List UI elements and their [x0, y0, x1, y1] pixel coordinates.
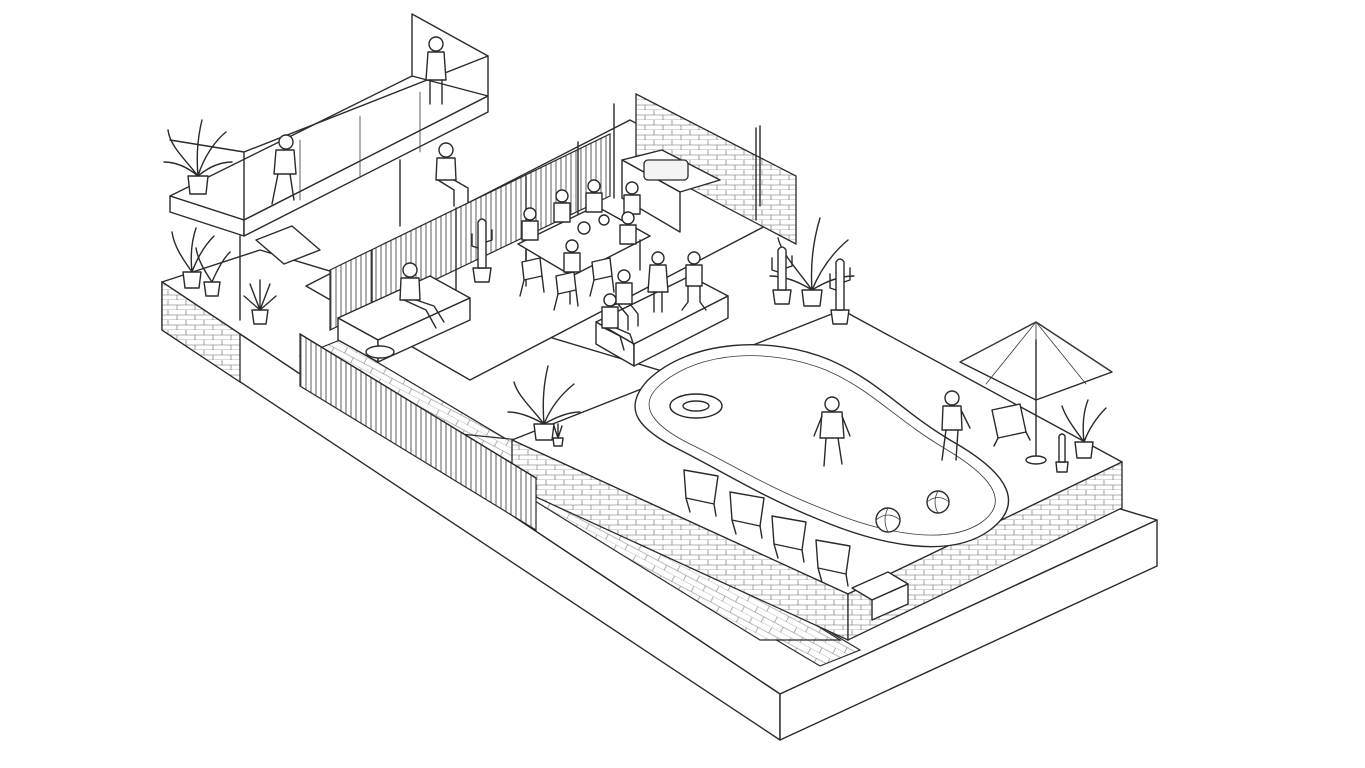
- people: [271, 36, 971, 467]
- person-diner: [619, 211, 637, 245]
- person-diner: [623, 181, 641, 215]
- deck-chairs: [683, 403, 1031, 621]
- swimming-pool: [634, 344, 1010, 548]
- dining-chair: [553, 271, 579, 311]
- outdoor-kitchen: [621, 127, 757, 233]
- dining-chair: [589, 257, 615, 297]
- beach-ball-2: [926, 490, 950, 514]
- towel-bench: [851, 571, 909, 621]
- person-wading-in-pool: [813, 396, 851, 467]
- cactus: [471, 218, 493, 283]
- deck-chair: [991, 403, 1031, 447]
- potted-palm: [769, 217, 855, 307]
- potted-plant: [195, 247, 231, 297]
- lounge-sofa: [337, 275, 471, 363]
- cacti: [471, 218, 1069, 473]
- deck-chair: [815, 539, 851, 587]
- potted-plant: [171, 227, 215, 289]
- potted-plant: [243, 279, 277, 325]
- person-diner: [521, 207, 539, 241]
- person-diner: [563, 239, 581, 273]
- potted-palm: [507, 365, 581, 441]
- beach-ball-1: [875, 507, 901, 533]
- person-bench: [681, 251, 707, 311]
- potted-plant: [552, 423, 564, 447]
- person-balcony-top: [425, 36, 447, 105]
- potted-plants: [163, 119, 1107, 459]
- person-balcony-rail: [271, 134, 297, 205]
- cactus: [771, 246, 793, 305]
- yoga-mat: [255, 225, 321, 265]
- person-bench: [647, 251, 669, 313]
- cactus: [829, 258, 851, 325]
- person-diner: [553, 189, 571, 223]
- potted-plant: [1061, 399, 1107, 459]
- grill-hood: [643, 159, 689, 181]
- deck-chair: [729, 491, 765, 539]
- person-sofa: [399, 262, 445, 329]
- parasol: [959, 321, 1113, 465]
- person-sitting-reading: [435, 142, 469, 207]
- person-bench: [615, 269, 639, 331]
- perimeter-fence: [299, 332, 537, 532]
- pool-float-ring: [669, 393, 723, 419]
- person-bench: [601, 293, 635, 351]
- side-table: [365, 345, 395, 359]
- deck-chair: [683, 469, 719, 517]
- potted-palm: [163, 119, 233, 195]
- deck-chair: [771, 515, 807, 563]
- person-sitting-pool-edge: [941, 390, 971, 461]
- person-diner: [585, 179, 603, 213]
- dining-table: [517, 205, 651, 311]
- cactus: [1055, 433, 1069, 473]
- dining-chair: [519, 257, 545, 297]
